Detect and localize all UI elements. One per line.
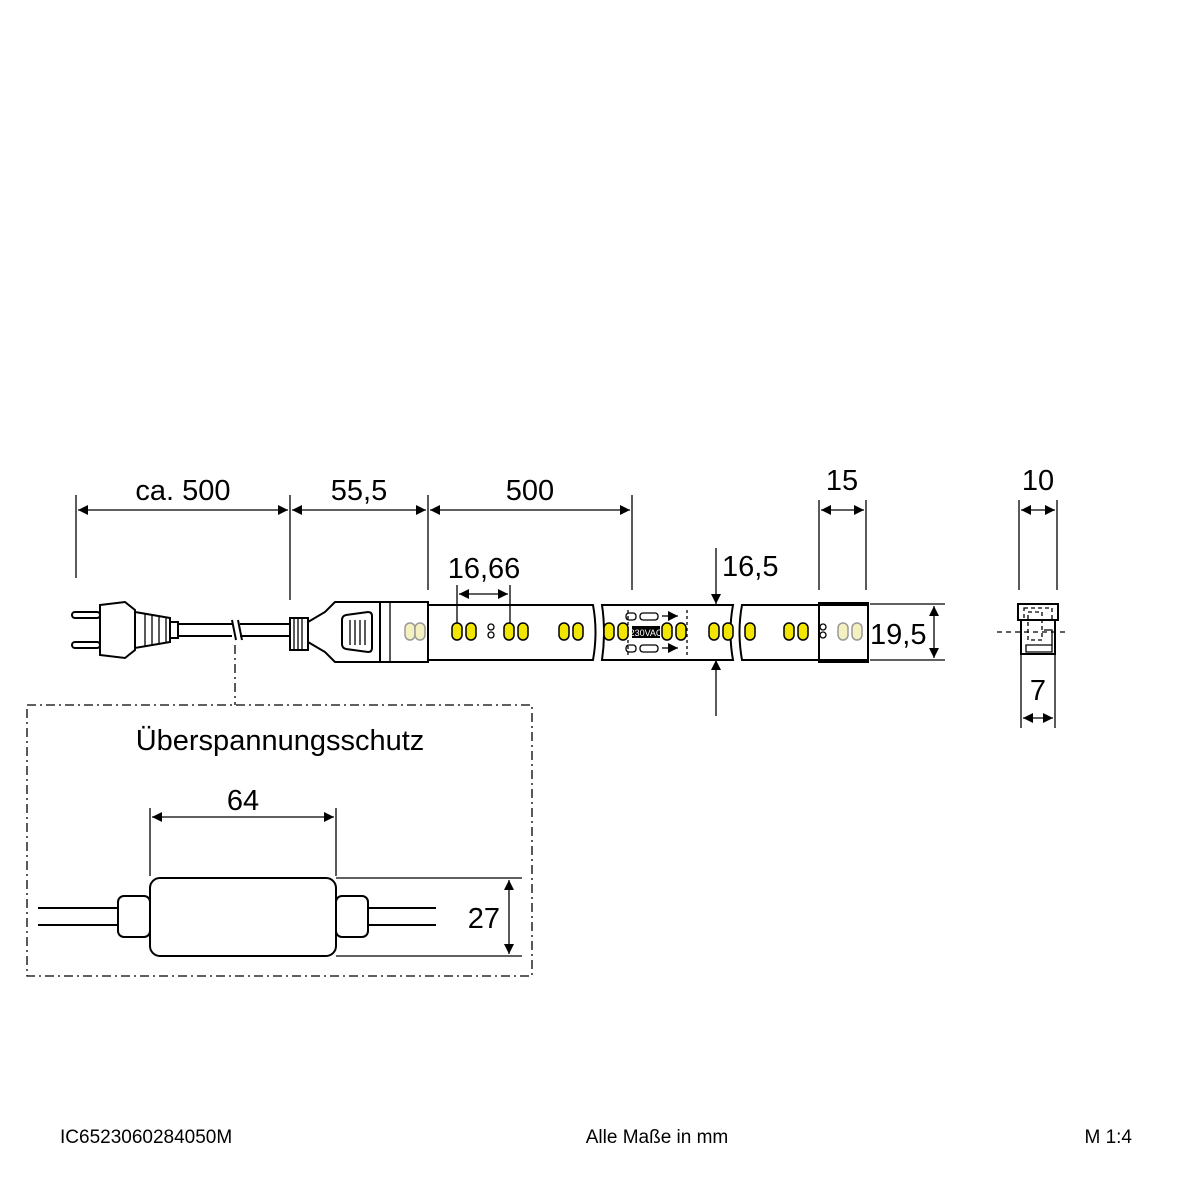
profile-cross-section: 10 7: [997, 465, 1067, 728]
led-chip: [404, 622, 416, 641]
cable-length-label: ca. 500: [135, 475, 230, 507]
led-chip: [797, 622, 809, 641]
dimension-end-cap: 15: [818, 465, 867, 590]
strip-height-label: 19,5: [870, 619, 926, 651]
led-chip: [465, 622, 477, 641]
led-chip: [617, 622, 629, 641]
led-chip: [603, 622, 615, 641]
led-strip: 230VAC: [404, 602, 869, 663]
segment-length-label: 500: [506, 475, 554, 507]
led-chip: [708, 622, 720, 641]
led-chip: [783, 622, 795, 641]
dimension-segment-length: 500: [430, 475, 633, 590]
units-note: Alle Maße in mm: [586, 1127, 729, 1148]
led-chip: [517, 622, 529, 641]
cable: [178, 619, 290, 705]
connector-length-label: 55,5: [331, 475, 387, 507]
dimension-strip-height: 19,5: [870, 603, 945, 661]
led-chip: [661, 622, 673, 641]
euro-plug: [71, 600, 179, 660]
led-chip: [722, 622, 734, 641]
led-chip: [837, 622, 849, 641]
led-chip: [675, 622, 687, 641]
surge-protector-detail: Überspannungsschutz 64 27: [26, 704, 533, 977]
dimension-led-pitch: 16,66: [448, 553, 521, 632]
led-chip: [851, 622, 863, 641]
profile-width-label: 10: [1022, 465, 1054, 497]
led-pitch-label: 16,66: [448, 553, 521, 585]
leds: [404, 622, 863, 641]
led-chip: [503, 622, 515, 641]
led-chip: [744, 622, 756, 641]
protector-height-label: 27: [468, 903, 500, 935]
scale-label: M 1:4: [1084, 1127, 1132, 1148]
dimension-cable-length: ca. 500: [75, 475, 291, 600]
article-number: IC6523060284050M: [60, 1127, 232, 1148]
led-chip: [451, 622, 463, 641]
detail-title: Überspannungsschutz: [136, 725, 425, 757]
end-cap-label: 15: [826, 465, 858, 497]
led-chip: [414, 622, 426, 641]
voltage-label: 230VAC: [630, 628, 663, 638]
led-chip: [572, 622, 584, 641]
strip-connector: [289, 601, 429, 663]
dimension-cut-width: 16,5: [711, 548, 778, 716]
voltage-label-box: [632, 626, 660, 638]
dimension-connector-length: 55,5: [292, 475, 429, 590]
protector-length-label: 64: [227, 785, 259, 817]
cut-width-label: 16,5: [722, 551, 778, 583]
led-chip: [558, 622, 570, 641]
profile-height-label: 7: [1030, 675, 1046, 707]
